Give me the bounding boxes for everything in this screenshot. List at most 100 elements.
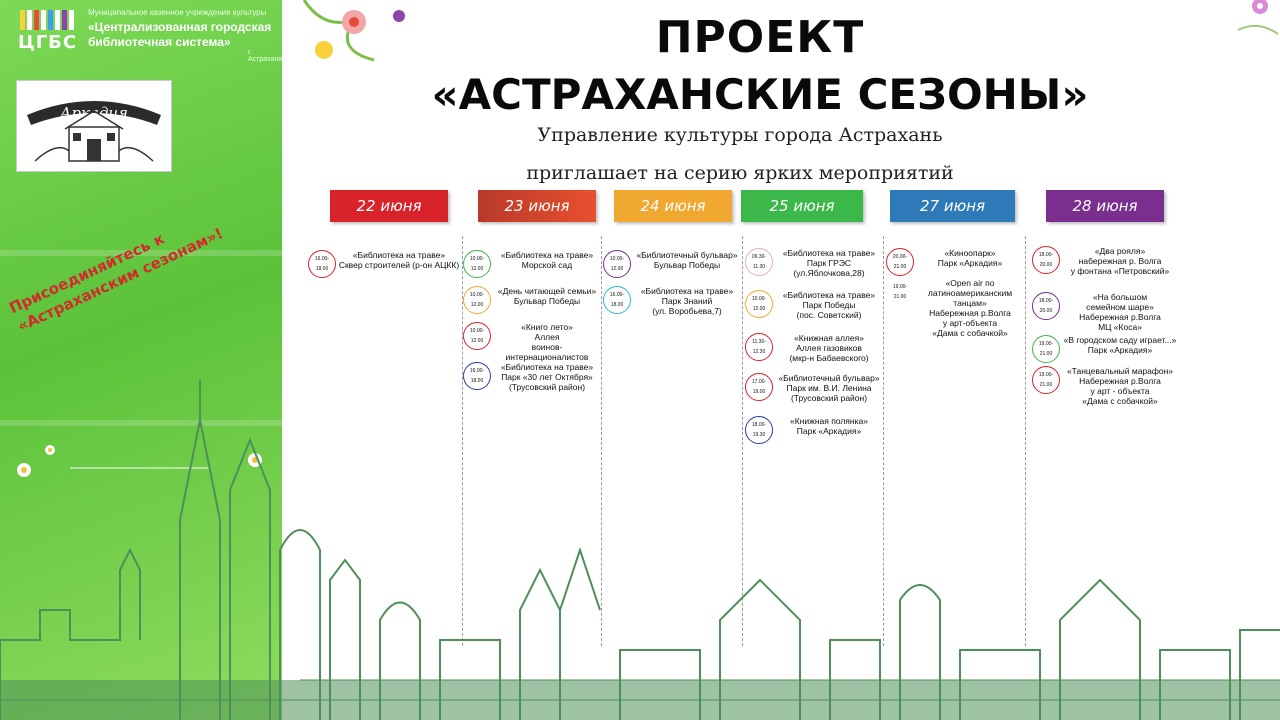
flower-decoration-right-icon: [1237, 0, 1279, 35]
event-text-line: Морской сад: [521, 260, 573, 270]
event-item: 17.00-19.00«Библиотечный бульвар»Парк им…: [745, 373, 883, 403]
event-time-badge: 09.30-11.30: [745, 248, 773, 276]
event-text-line: «Дама с собачкой»: [932, 328, 1008, 338]
column-divider: [601, 236, 602, 646]
event-time-badge: 20.00-21.00: [886, 248, 914, 276]
cgbs-logo: ЦГБС: [14, 8, 82, 54]
event-text-line: семейном шаре»: [1086, 302, 1154, 312]
event-time-badge: 10.00-12.00: [603, 250, 631, 278]
cgbs-abbr: ЦГБС: [18, 32, 78, 53]
event-text-line: «Open air по: [945, 278, 995, 288]
event-time-badge: 10.00-12.00: [463, 322, 491, 350]
column-divider: [462, 236, 463, 646]
left-green-panel: ЦГБС Муниципальное казенное учреждение к…: [0, 0, 282, 720]
page-title-line1: ПРОЕКТ: [655, 12, 865, 63]
event-item: 11.30-12.30 «Книжная аллея»Аллея газовико…: [745, 333, 883, 363]
event-text-line: Парк «Аркадия»: [1087, 345, 1153, 355]
event-text-line: латиноамериканским: [927, 288, 1013, 298]
event-text-line: «Книжная аллея»: [794, 333, 864, 343]
day-header-25: 25 июня: [741, 190, 863, 222]
event-text-line: у фонтана «Петровский»: [1070, 266, 1170, 276]
event-text-line: «Библиотека на траве»: [782, 290, 876, 300]
event-text-line: МЦ «Коса»: [1098, 322, 1142, 332]
arkadia-logo-text: Аркадия: [59, 104, 128, 122]
event-text-line: Аллея газовиков: [796, 343, 862, 353]
event-text-line: «Библиотека на траве»: [352, 250, 446, 260]
column-divider: [742, 236, 743, 646]
flower-decoration-icon: [302, 0, 405, 62]
event-text-line: танцам»: [953, 298, 987, 308]
event-time-badge: 19.00-21.00: [1032, 335, 1060, 363]
event-text-line: «Дама с собачкой»: [1082, 396, 1158, 406]
org-name: «Централизованная городская библиотечная…: [88, 20, 272, 49]
subtitle-line1: Управление культуры города Астрахань: [537, 124, 943, 146]
event-item: 10.00-12.00«Библиотечный бульвар»Бульвар…: [603, 250, 741, 278]
event-text-line: (Трусовский район): [508, 382, 586, 392]
event-text-line: (мкр-н Бабаевского): [789, 353, 869, 363]
event-text-line: «Киноопарк»: [944, 248, 996, 258]
arkadia-emblem-icon: Аркадия: [27, 101, 161, 162]
event-text-line: «Книго лето»: [521, 322, 573, 332]
event-text-line: «Танцевальный марафон»: [1066, 366, 1174, 376]
event-text-line: (пос. Советский): [796, 310, 862, 320]
event-text-line: «Библиотека на траве»: [782, 248, 876, 258]
event-time-badge: 19.00-21.00: [886, 278, 914, 306]
flowers-icon: [17, 445, 262, 477]
event-item: 10.00-12.00«Библиотека на траве»Морской …: [463, 250, 601, 278]
event-text-line: Бульвар Победы: [513, 296, 581, 306]
event-text-line: у арт-объекта: [942, 318, 998, 328]
event-item: 10.00-12.00 «День читающей семьи»Бульвар …: [463, 286, 601, 314]
event-text-line: (ул. Воробьева,7): [652, 306, 722, 316]
event-text-line: Парк Знаний: [661, 296, 713, 306]
event-text-line: Сквер строителей (р-он АЦКК): [338, 260, 460, 270]
event-text-line: Парк ГРЭС: [806, 258, 852, 268]
event-text-line: Парк Победы: [802, 300, 856, 310]
event-text-line: Парк им. В.И. Ленина: [786, 383, 872, 393]
event-text-line: Парк «30 лет Октября»: [501, 372, 593, 382]
org-block: ЦГБС Муниципальное казенное учреждение к…: [14, 8, 282, 63]
event-time-badge: 11.30-12.30: [745, 333, 773, 361]
event-time-badge: 18.00-20.00: [1032, 246, 1060, 274]
event-time-badge: 10.00-12.00: [463, 286, 491, 314]
slogan-text: Присоединяйтесь к «Астраханским сезонам»…: [6, 224, 226, 336]
event-item: 16.00-18.00 «Библиотека на траве»Парк Зна…: [603, 286, 741, 316]
event-text-line: Набережная р.Волга: [929, 308, 1011, 318]
org-small-text: Муниципальное казенное учреждение культу…: [88, 8, 267, 17]
event-item: 18.00-20.00 «Два рояля»набережная р. Волг…: [1032, 246, 1178, 276]
event-text-line: Набережная р.Волга: [1079, 312, 1161, 322]
event-text-line: воинов-интернационалистов: [505, 342, 589, 362]
event-text-line: набережная р. Волга: [1078, 256, 1162, 266]
event-text-line: «На большом: [1092, 292, 1148, 302]
city-skyline-illustration: [0, 380, 1280, 720]
event-time-badge: 18.00-20.00: [1032, 292, 1060, 320]
event-text-line: Набережная р.Волга: [1079, 376, 1161, 386]
event-time-badge: 16.00-18.00: [603, 286, 631, 314]
event-time-badge: 17.00-19.00: [745, 373, 773, 401]
event-item: 16.00-18.00 «Библиотека на траве»Сквер ст…: [308, 250, 460, 278]
event-text-line: «Библиотека на траве»: [640, 286, 734, 296]
day-header-22: 22 июня: [330, 190, 448, 222]
event-text-line: «Библиотека на траве»: [500, 250, 594, 260]
event-text-line: «День читающей семьи»: [497, 286, 597, 296]
subtitle-line2: приглашает на серию ярких мероприятий: [526, 162, 954, 184]
event-text-line: «Два рояля»: [1094, 246, 1146, 256]
event-item: 10.00-12.00«Библиотека на траве»Парк Поб…: [745, 290, 883, 320]
event-text-line: (ул.Яблочкова,28): [793, 268, 865, 278]
column-divider: [1025, 236, 1026, 646]
day-header-28: 28 июня: [1046, 190, 1164, 222]
arkadia-logo: Аркадия: [16, 80, 172, 172]
event-item: 19.00-21.00«В городском саду играет...»П…: [1032, 335, 1178, 363]
event-text-line: Парк «Аркадия»: [796, 426, 862, 436]
day-header-23: 23 июня: [478, 190, 596, 222]
column-divider: [883, 236, 884, 646]
event-item: 18.00-19.30«Книжная полянка»Парк «Аркади…: [745, 416, 883, 444]
book-stripes-icon: [20, 10, 78, 30]
event-text-line: Аллея: [534, 332, 560, 342]
day-header-24: 24 июня: [614, 190, 732, 222]
event-text-line: Бульвар Победы: [653, 260, 721, 270]
event-time-badge: 19.00-21.00: [1032, 366, 1060, 394]
event-time-badge: 16.00-18.00: [308, 250, 336, 278]
